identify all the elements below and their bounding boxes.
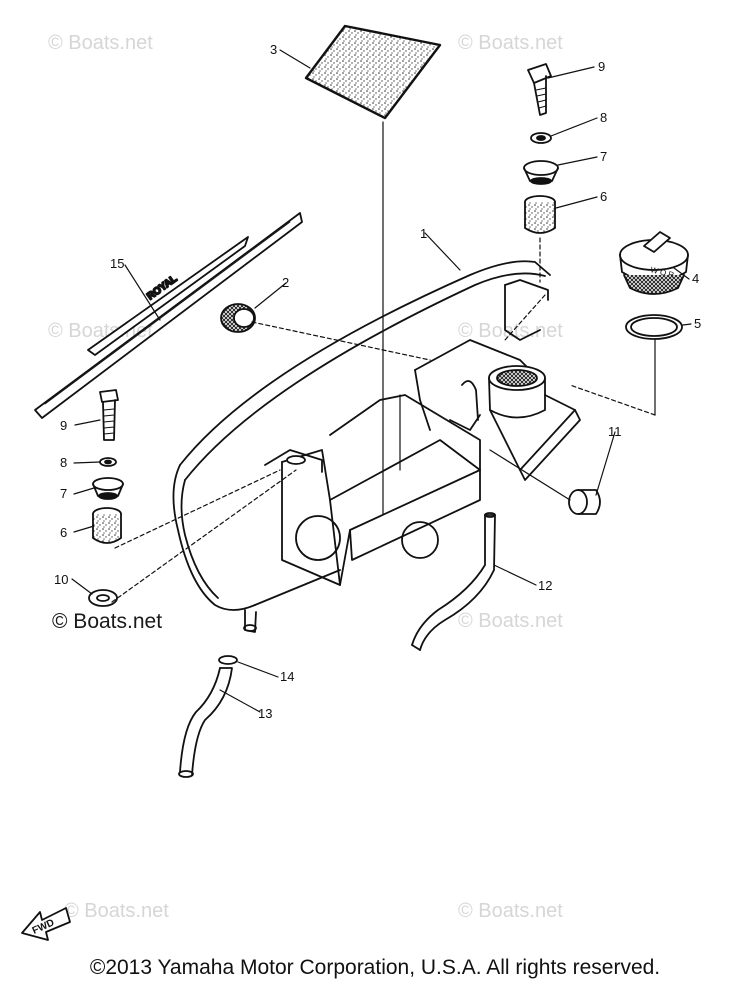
callout-6-right: 6	[600, 189, 607, 204]
callout-4: 4	[692, 271, 699, 286]
callout-9-right: 9	[598, 59, 605, 74]
callout-10: 10	[54, 572, 68, 587]
part-2-plug	[220, 303, 256, 333]
callout-8-left: 8	[60, 455, 67, 470]
part-13-hose	[178, 667, 233, 778]
fwd-arrow-icon	[21, 907, 71, 941]
callout-13: 13	[258, 706, 272, 721]
part-12-hose	[411, 512, 496, 651]
part-1-oil-tank	[172, 260, 581, 633]
part-10-washer	[88, 589, 118, 607]
watermark-top-right: © Boats.net	[458, 32, 563, 54]
part-7-collar-left	[92, 477, 124, 500]
callout-12: 12	[538, 578, 552, 593]
callout-9-left: 9	[60, 418, 67, 433]
watermark-bottom-right: © Boats.net	[458, 900, 563, 922]
part-6-grommet-right	[524, 195, 556, 234]
callout-3: 3	[270, 42, 277, 57]
watermark-top-left: © Boats.net	[48, 32, 153, 54]
callout-6-left: 6	[60, 525, 67, 540]
watermark-prominent: © Boats.net	[52, 610, 163, 633]
part-14-clip	[218, 655, 238, 665]
part-9-bolt-left	[99, 389, 119, 441]
part-4-fuel-cap: W O R	[619, 231, 689, 295]
watermark-lower-right: © Boats.net	[458, 610, 563, 632]
callout-11: 11	[608, 424, 622, 439]
callout-7-left: 7	[60, 486, 67, 501]
part-11-cap	[568, 489, 601, 515]
callout-15: 15	[110, 256, 124, 271]
callout-2: 2	[282, 275, 289, 290]
callout-8-right: 8	[600, 110, 607, 125]
part-8-washer-right	[530, 132, 552, 144]
watermark-mid-right: © Boats.net	[458, 320, 563, 342]
copyright-notice: ©2013 Yamaha Motor Corporation, U.S.A. A…	[89, 956, 661, 979]
part-5-seal-ring	[625, 314, 683, 340]
callout-14: 14	[280, 669, 294, 684]
watermark-bottom-left: © Boats.net	[64, 900, 169, 922]
callout-labels: 3 1 2 9 8 7 6 4 5 15 9 8 7 6 10 11 12 13…	[54, 42, 701, 721]
part-6-grommet-left	[92, 507, 122, 544]
callout-7-right: 7	[600, 149, 607, 164]
part-3-pad	[304, 24, 442, 120]
callout-1: 1	[420, 226, 427, 241]
part-7-collar-right	[523, 160, 559, 185]
callout-5: 5	[694, 316, 701, 331]
part-15-emblem: ROYAL	[34, 212, 303, 419]
part-9-bolt-right	[527, 63, 552, 116]
